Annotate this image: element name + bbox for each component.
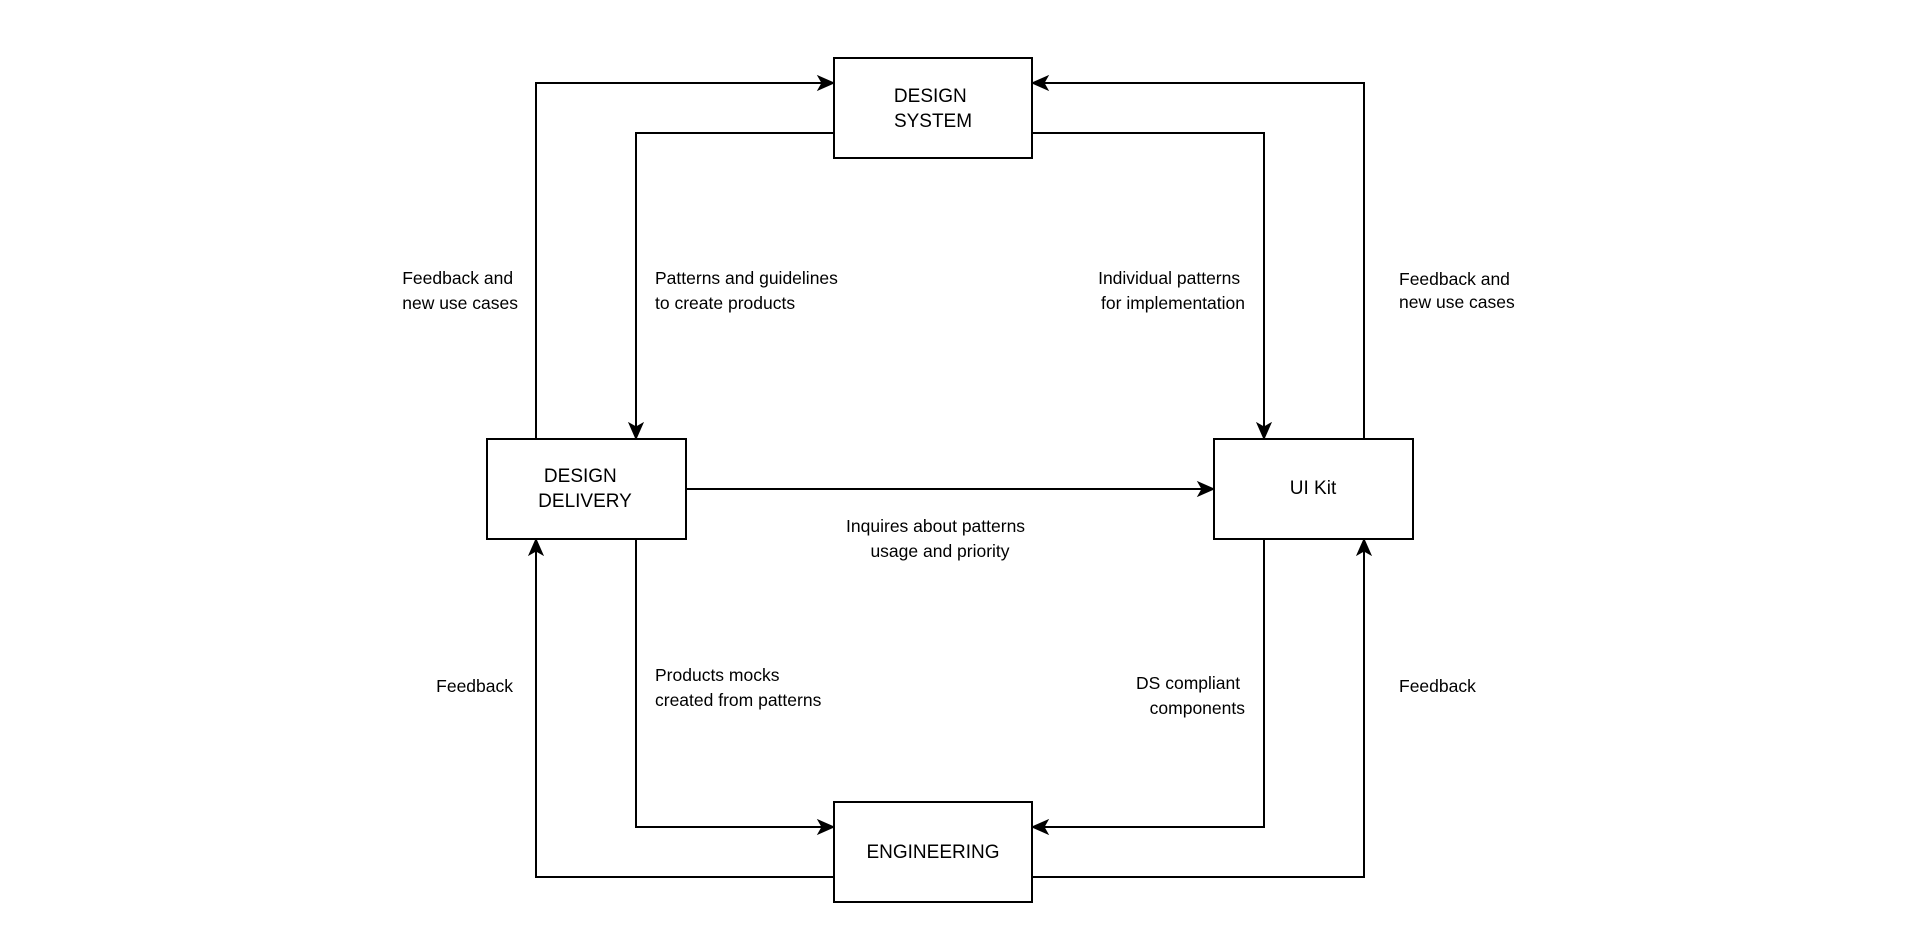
- node-label-line: DELIVERY: [538, 491, 632, 512]
- arrowhead-icon: [1355, 537, 1373, 557]
- edge-label-engineering-to-delivery: Feedback: [436, 676, 513, 696]
- nodes: DESIGN SYSTEM DESIGN DELIVERY UI Kit ENG…: [486, 57, 1414, 903]
- edge-uikit-to-engineering: [1030, 539, 1265, 836]
- edge-delivery-to-system: [535, 74, 836, 439]
- connectors: [527, 74, 1373, 878]
- node-design-delivery: DESIGN DELIVERY: [486, 438, 687, 540]
- svg-text:DESIGN SYSTEM: DESIGN SYSTEM: [894, 86, 972, 132]
- node-ui-kit: UI Kit: [1213, 438, 1414, 540]
- node-label-line: SYSTEM: [894, 111, 972, 132]
- node-label-line: ENGINEERING: [866, 842, 999, 863]
- svg-text:UI Kit: UI Kit: [1290, 478, 1337, 499]
- edge-label-engineering-to-uikit: Feedback: [1399, 676, 1476, 696]
- node-design-system: DESIGN SYSTEM: [833, 57, 1033, 159]
- edge-engineering-to-uikit: [1032, 537, 1373, 878]
- node-label-line: DESIGN: [544, 466, 617, 487]
- arrowhead-icon: [816, 818, 836, 836]
- edge-delivery-to-engineering: [635, 539, 836, 836]
- edge-engineering-to-delivery: [527, 537, 834, 878]
- arrowhead-icon: [1255, 421, 1273, 441]
- arrowhead-icon: [1196, 480, 1216, 498]
- edge-label-delivery-to-system: Feedback and new use cases: [402, 268, 518, 313]
- arrowhead-icon: [1030, 818, 1050, 836]
- node-label-line: DESIGN: [894, 86, 967, 107]
- arrowhead-icon: [1030, 74, 1050, 92]
- edge-label-delivery-to-engineering: Products mocks created from patterns: [655, 665, 822, 710]
- edge-label-uikit-to-engineering: DS compliant components: [1136, 673, 1245, 718]
- edge-labels: Feedback and new use cases Patterns and …: [402, 268, 1515, 718]
- node-label-line: UI Kit: [1290, 478, 1337, 499]
- edge-delivery-to-uikit: [686, 480, 1216, 498]
- edge-system-to-delivery: [627, 132, 834, 441]
- node-engineering: ENGINEERING: [833, 801, 1033, 903]
- svg-text:DESIGN DELIVERY: DESIGN DELIVERY: [538, 466, 632, 512]
- arrowhead-icon: [627, 421, 645, 441]
- arrowhead-icon: [816, 74, 836, 92]
- svg-text:ENGINEERING: ENGINEERING: [866, 842, 999, 863]
- edge-uikit-to-system: [1030, 74, 1365, 439]
- edge-label-system-to-delivery: Patterns and guidelines to create produc…: [655, 268, 843, 313]
- edge-label-system-to-uikit: Individual patterns for implementation: [1098, 268, 1245, 313]
- edge-label-delivery-to-uikit: Inquires about patterns usage and priori…: [846, 516, 1030, 561]
- edge-system-to-uikit: [1032, 132, 1273, 441]
- edge-label-uikit-to-system: Feedback and new use cases: [1399, 269, 1515, 312]
- arrowhead-icon: [527, 537, 545, 557]
